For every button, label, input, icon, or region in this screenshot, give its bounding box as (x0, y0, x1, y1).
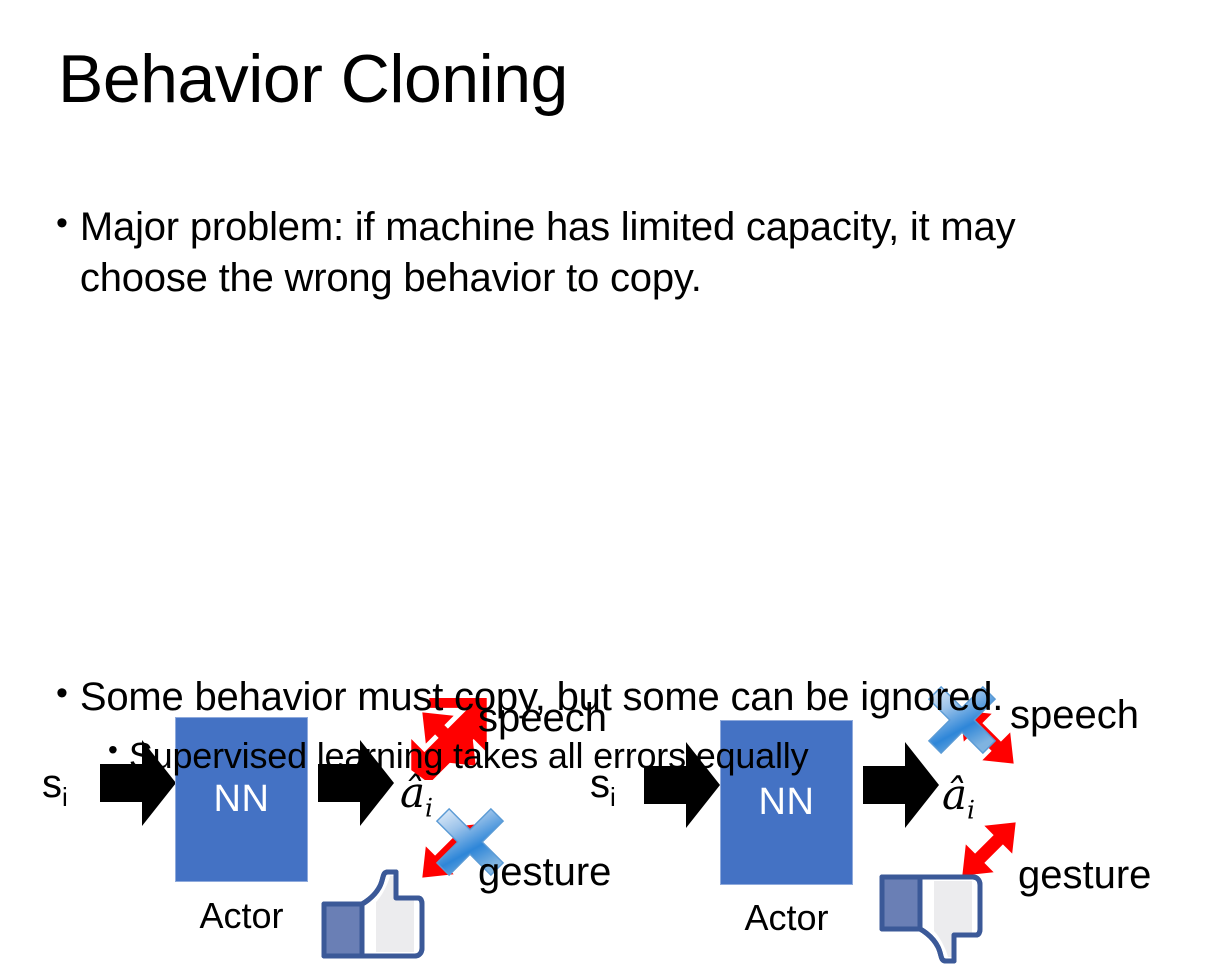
neural-network-box: NN (175, 717, 308, 882)
bullet-text: Major problem: if machine has limited ca… (79, 205, 1016, 301)
neural-network-label: NN (213, 778, 270, 820)
input-flow-arrow-icon (644, 742, 720, 828)
bullet-marker-icon: • (108, 734, 118, 765)
neural-network-label: NN (758, 781, 815, 823)
neural-network-box: NN (720, 720, 853, 885)
output-flow-arrow-icon (318, 740, 394, 826)
bullet-marker-icon: • (56, 674, 68, 712)
gesture-branch-arrow-icon (962, 822, 1016, 876)
thumbs-down-icon (879, 874, 983, 964)
gesture-crossed-out-icon (435, 807, 505, 877)
gesture-branch-label: gesture (1018, 853, 1152, 897)
output-action-label: âi (942, 774, 976, 825)
input-state-subscript: i (62, 782, 68, 812)
page-title: Behavior Cloning (58, 41, 568, 117)
output-flow-arrow-icon (863, 742, 939, 828)
speech-crossed-out-icon (927, 685, 997, 755)
bullet-marker-icon: • (56, 204, 68, 242)
bullet-item-supervised-learning: • Supervised learning takes all errors e… (108, 733, 1168, 779)
bullet-item-major-problem: • Major problem: if machine has limited … (56, 202, 1116, 304)
output-action-symbol: â (942, 770, 968, 819)
slide-canvas: Behavior Cloning • Major problem: if mac… (0, 41, 1210, 964)
input-state-subscript: i (610, 782, 616, 812)
actor-caption: Actor (744, 897, 829, 938)
input-state-label: si (590, 764, 616, 810)
diagram-bad-case: si NN Actor âi (548, 340, 1210, 964)
thumbs-up-icon (321, 869, 425, 959)
output-action-label: âi (400, 772, 434, 823)
bullet-item-some-behavior: • Some behavior must copy, but some can … (56, 672, 1176, 723)
output-action-subscript: i (967, 795, 976, 825)
input-state-symbol: s (42, 762, 62, 806)
bullet-text: Supervised learning takes all errors equ… (128, 735, 809, 776)
gesture-branch-label: gesture (478, 850, 612, 894)
actor-caption: Actor (199, 895, 284, 936)
speech-branch-label: speech (1010, 693, 1139, 737)
input-flow-arrow-icon (100, 740, 176, 826)
speech-branch-label: speech (478, 696, 607, 740)
diagram-good-case: si NN Actor âi speech (0, 340, 620, 959)
speech-branch-arrow-icon (411, 698, 487, 780)
input-state-label: si (42, 764, 68, 810)
output-action-subscript: i (425, 793, 434, 823)
bullet-text: Some behavior must copy, but some can be… (79, 675, 1004, 719)
input-state-symbol: s (590, 762, 610, 806)
output-action-symbol: â (400, 768, 426, 817)
